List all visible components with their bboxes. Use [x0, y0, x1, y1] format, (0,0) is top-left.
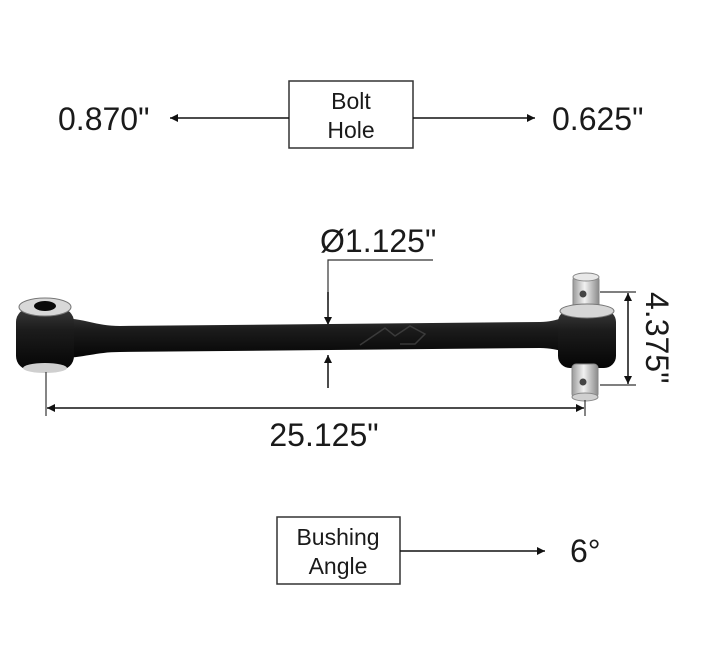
rod-tube [58, 313, 592, 358]
height-value: 4.375" [639, 292, 675, 383]
torque-rod [16, 272, 616, 402]
left-bushing-eye [16, 297, 74, 373]
diameter-leader-line [327, 259, 433, 300]
diameter-value: Ø1.125" [320, 223, 436, 259]
right-bushing-eye [558, 272, 616, 402]
length-dimension: 25.125" [45, 372, 586, 453]
bolt-hole-label-line2: Hole [327, 117, 374, 143]
bolt-hole-label-box [288, 80, 414, 149]
bushing-angle-label-line2: Angle [309, 553, 368, 579]
diameter-callout: Ø1.125" [320, 223, 436, 388]
height-dimension: 4.375" [600, 291, 675, 386]
bushing-angle-value: 6° [570, 533, 601, 569]
bolt-hole-left-value: 0.870" [58, 101, 149, 137]
bushing-angle-label-line1: Bushing [296, 524, 379, 550]
bolt-hole-callout: Bolt Hole 0.870" 0.625" [58, 80, 643, 149]
bolt-hole-right-value: 0.625" [552, 101, 643, 137]
rod-logo-mark [359, 325, 427, 346]
bushing-angle-callout: Bushing Angle 6° [276, 516, 601, 585]
length-value: 25.125" [269, 417, 378, 453]
bolt-hole-label-line1: Bolt [331, 88, 371, 114]
